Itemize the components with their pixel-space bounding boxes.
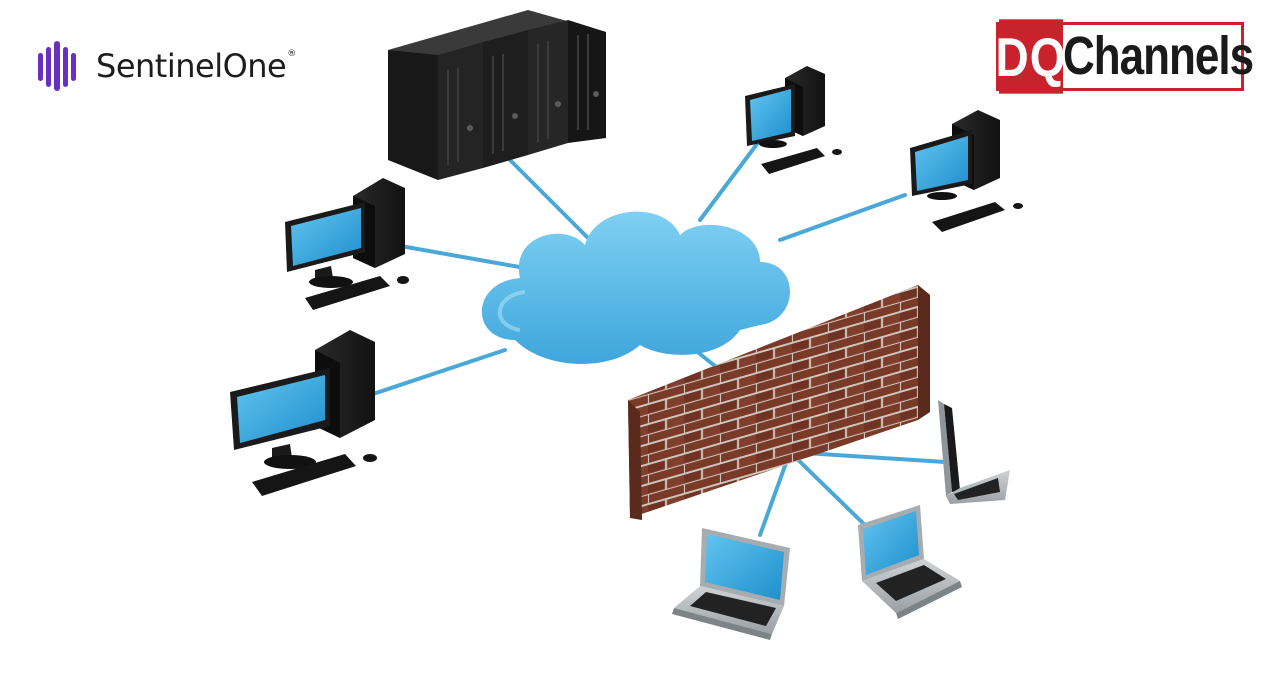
sentinelone-wordmark: SentinelOne®	[96, 47, 296, 85]
dqchannels-logo: DQ Channels	[996, 19, 1254, 94]
desktop-left-upper	[285, 178, 409, 310]
link-desktop-left-upper	[393, 243, 527, 270]
sentinelone-logo-mark	[38, 41, 76, 91]
laptop-bottom-left	[672, 528, 790, 640]
desktop-left-lower	[230, 330, 377, 496]
link-desktop-right	[778, 193, 907, 242]
firewall	[628, 285, 930, 520]
link-laptop-bottom-mid	[788, 450, 870, 530]
server-rack	[388, 10, 606, 180]
laptop-right	[938, 400, 1010, 504]
link-laptop-bottom-left	[758, 450, 792, 537]
desktop-top-right	[745, 66, 842, 174]
link-desktop-top-right	[698, 138, 762, 222]
cloud-hub	[481, 211, 790, 364]
sentinelone-logo: SentinelOne®	[38, 40, 296, 92]
dqchannels-logo-name: Channels	[1063, 26, 1254, 86]
link-desktop-left-lower	[368, 348, 507, 397]
laptop-bottom-mid	[858, 505, 962, 619]
dqchannels-logo-prefix: DQ	[996, 19, 1066, 94]
desktop-right	[910, 110, 1023, 232]
link-server	[508, 158, 592, 242]
